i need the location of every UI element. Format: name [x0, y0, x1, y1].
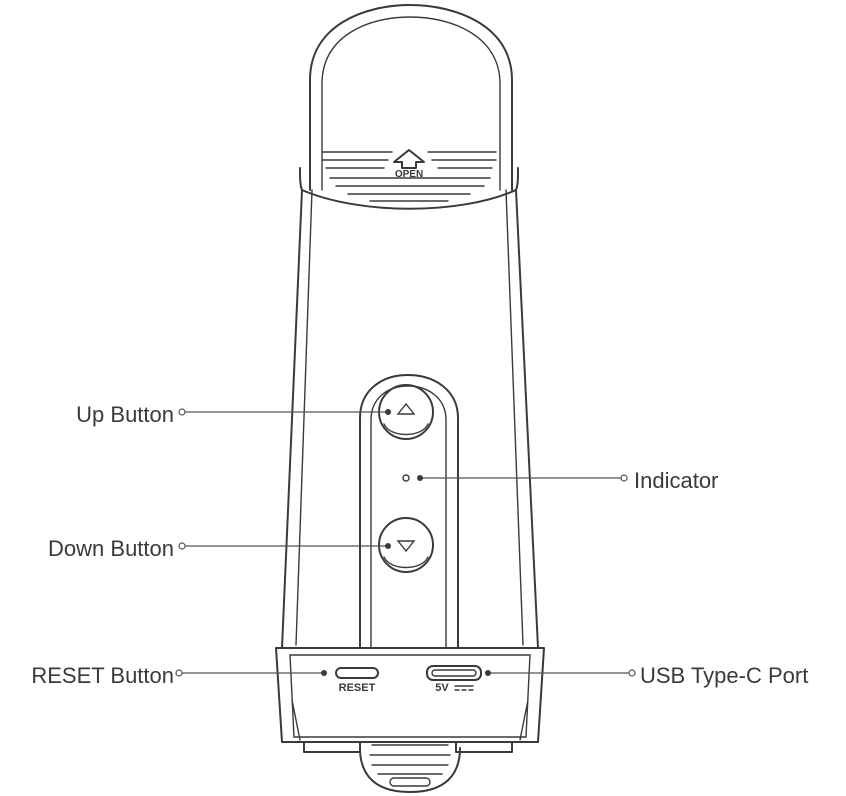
reset-button-slot[interactable] — [335, 667, 379, 679]
reset-label-engraving: RESET — [339, 682, 376, 694]
callout-label-up-button: Up Button — [76, 402, 174, 427]
clip-open-text: OPEN — [395, 169, 423, 180]
button-panel — [359, 374, 459, 649]
callout-usb-port: USB Type-C Port — [485, 663, 808, 688]
indicator-led — [402, 474, 410, 482]
bottom-cap — [275, 647, 545, 753]
callout-label-reset-button: RESET Button — [31, 663, 174, 688]
bottom-grip — [359, 744, 461, 793]
usb-c-port[interactable] — [426, 665, 482, 681]
cap-grip-slots — [321, 151, 497, 202]
callout-indicator: Indicator — [417, 468, 718, 493]
down-button[interactable] — [378, 517, 434, 573]
up-triangle-icon — [396, 402, 416, 415]
callout-label-indicator: Indicator — [634, 468, 718, 493]
callout-reset-button: RESET Button — [31, 663, 327, 688]
open-arrow-icon — [393, 149, 425, 169]
callout-label-usb-port: USB Type-C Port — [640, 663, 808, 688]
callout-label-down-button: Down Button — [48, 536, 174, 561]
down-triangle-icon — [396, 540, 416, 553]
top-clip — [309, 4, 513, 191]
power-label-engraving: 5V — [435, 682, 449, 694]
dc-symbol-icon — [454, 685, 474, 691]
callout-up-button: Up Button — [76, 402, 391, 427]
callout-down-button: Down Button — [48, 536, 391, 561]
